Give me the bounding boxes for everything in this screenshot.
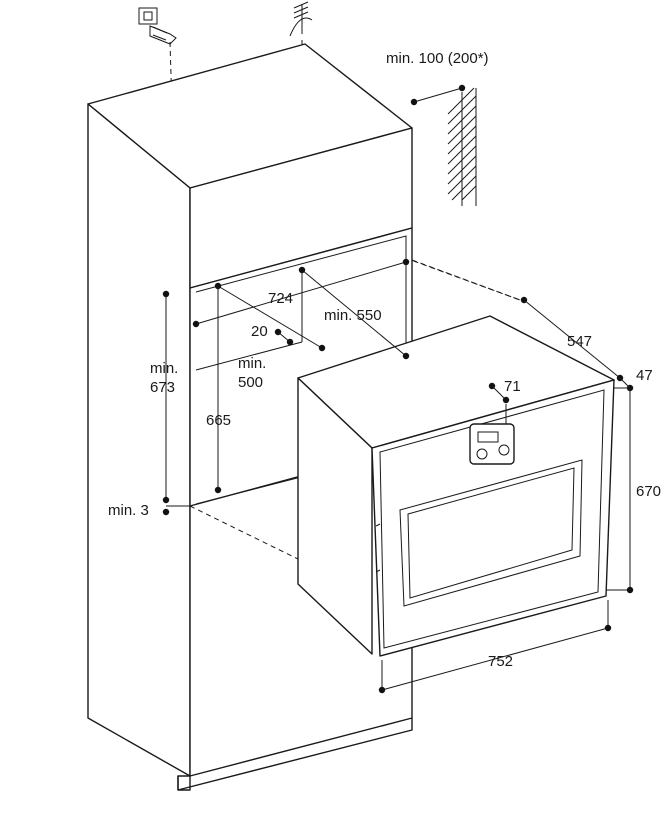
wall-clearance-dimension [410, 84, 466, 106]
min-500-label-line1: min. [238, 355, 266, 372]
depth-547-label: 547 [567, 333, 592, 350]
wall-clearance-label: min. 100 (200*) [386, 50, 489, 67]
niche-width-label: 724 [268, 290, 293, 307]
height-670-label: 670 [636, 483, 661, 500]
dimension-lines [162, 258, 634, 694]
oven-control-panel [469, 423, 515, 465]
min-depth-label: min. 550 [324, 307, 382, 324]
depth-71-label: 71 [504, 378, 521, 395]
power-plug-icon [138, 7, 177, 45]
oven-appliance [297, 315, 615, 657]
ground-symbol-icon [289, 1, 313, 37]
gap-min3-label: min. 3 [108, 502, 149, 519]
depth-47-label: 47 [636, 367, 653, 384]
niche-height-label-line2: 673 [150, 379, 175, 396]
width-752-label: 752 [488, 653, 513, 670]
niche-height-label-line1: min. [150, 360, 178, 377]
height-665-label: 665 [206, 412, 231, 429]
tall-cabinet [87, 43, 521, 791]
min-500-label-line2: 500 [238, 374, 263, 391]
rear-wall-hatch [447, 87, 477, 206]
offset-20-label: 20 [251, 323, 268, 340]
